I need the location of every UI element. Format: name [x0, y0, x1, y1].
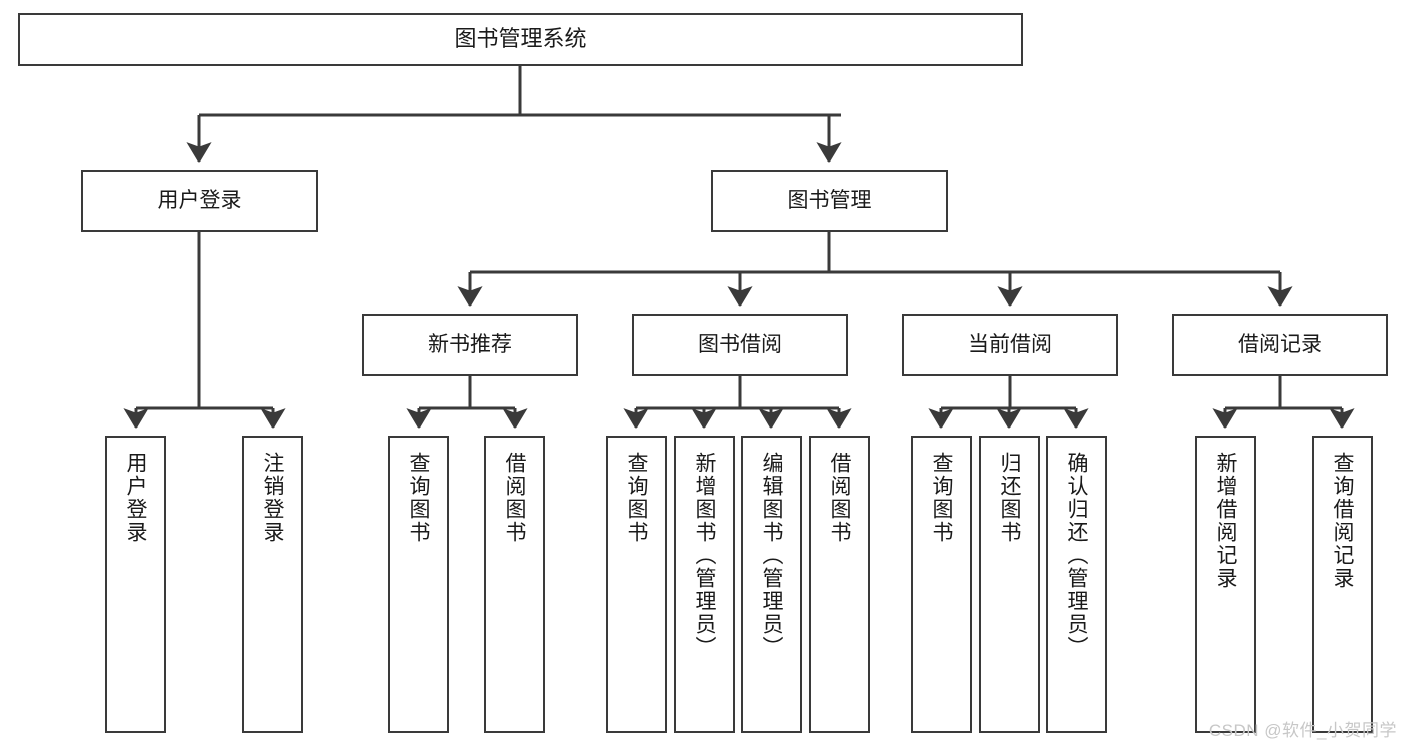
node-leaf-add-book-admin-label: 新增图书（管理员） [693, 452, 716, 659]
node-new-book-recommend[interactable]: 新书推荐 [362, 314, 578, 376]
node-borrow-records[interactable]: 借阅记录 [1172, 314, 1388, 376]
node-borrow-records-label: 借阅记录 [1238, 333, 1322, 357]
node-book-borrow[interactable]: 图书借阅 [632, 314, 848, 376]
node-leaf-return-book[interactable]: 归还图书 [979, 436, 1040, 733]
node-leaf-borrow-book-label: 借阅图书 [828, 452, 851, 544]
node-book-management-label: 图书管理 [787, 189, 872, 213]
node-leaf-query-borrow-record-label: 查询借阅记录 [1331, 452, 1354, 590]
node-current-borrow[interactable]: 当前借阅 [902, 314, 1118, 376]
connector-current-to-leaves [928, 376, 1089, 430]
watermark-text: CSDN @软件_小贺同学 [1208, 721, 1397, 740]
node-current-borrow-label: 当前借阅 [968, 333, 1052, 357]
node-leaf-add-book-admin[interactable]: 新增图书（管理员） [674, 436, 735, 733]
node-leaf-logout-label: 注销登录 [261, 452, 284, 544]
node-root[interactable]: 图书管理系统 [18, 13, 1023, 66]
node-user-login-label: 用户登录 [157, 189, 242, 213]
node-new-book-recommend-label: 新书推荐 [428, 333, 512, 357]
node-leaf-confirm-return-admin[interactable]: 确认归还（管理员） [1046, 436, 1107, 733]
node-leaf-borrow-book-recommend[interactable]: 借阅图书 [484, 436, 545, 733]
connector-userlogin-to-leaves [123, 232, 286, 430]
node-leaf-user-login[interactable]: 用户登录 [105, 436, 166, 733]
node-book-management[interactable]: 图书管理 [711, 170, 948, 232]
node-leaf-query-book-recommend-label: 查询图书 [407, 452, 430, 544]
node-leaf-return-book-label: 归还图书 [998, 452, 1021, 544]
connector-bookmgmt-to-level3 [457, 232, 1293, 308]
node-leaf-query-book-recommend[interactable]: 查询图书 [388, 436, 449, 733]
node-leaf-query-book-current[interactable]: 查询图书 [911, 436, 972, 733]
node-leaf-edit-book-admin[interactable]: 编辑图书（管理员） [741, 436, 802, 733]
node-leaf-add-borrow-record-label: 新增借阅记录 [1214, 452, 1237, 590]
connector-root-to-level2 [186, 66, 842, 164]
node-book-borrow-label: 图书借阅 [698, 333, 782, 357]
node-user-login[interactable]: 用户登录 [81, 170, 318, 232]
node-leaf-query-book-borrow[interactable]: 查询图书 [606, 436, 667, 733]
node-leaf-borrow-book-recommend-label: 借阅图书 [503, 452, 526, 544]
node-leaf-user-login-label: 用户登录 [124, 452, 147, 544]
connector-borrow-to-leaves [623, 376, 852, 430]
node-leaf-query-book-current-label: 查询图书 [930, 452, 953, 544]
node-leaf-query-book-borrow-label: 查询图书 [625, 452, 648, 544]
node-leaf-confirm-return-admin-label: 确认归还（管理员） [1065, 452, 1088, 659]
node-leaf-logout[interactable]: 注销登录 [242, 436, 303, 733]
node-leaf-query-borrow-record[interactable]: 查询借阅记录 [1312, 436, 1373, 733]
node-root-label: 图书管理系统 [454, 26, 587, 52]
connector-newbook-to-leaves [406, 376, 528, 430]
node-leaf-add-borrow-record[interactable]: 新增借阅记录 [1195, 436, 1256, 733]
node-leaf-edit-book-admin-label: 编辑图书（管理员） [760, 452, 783, 659]
connector-records-to-leaves [1212, 376, 1355, 430]
node-leaf-borrow-book[interactable]: 借阅图书 [809, 436, 870, 733]
